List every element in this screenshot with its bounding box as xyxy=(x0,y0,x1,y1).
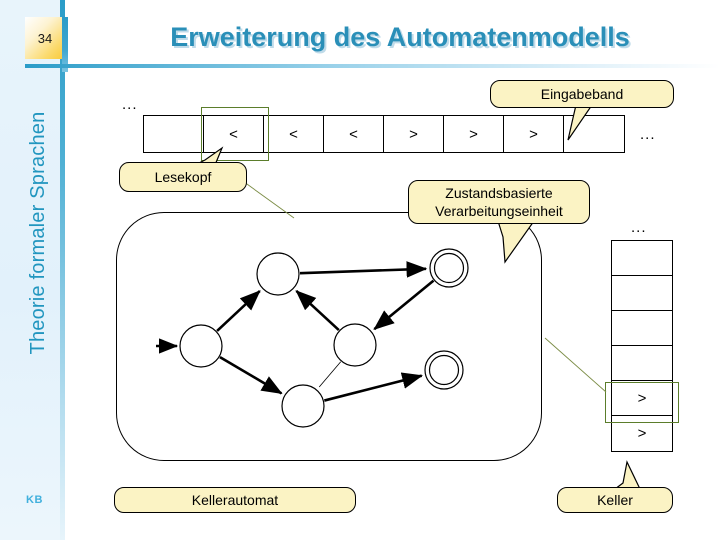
tape-ellipsis-left: ... xyxy=(122,96,138,113)
tape-cell xyxy=(564,116,624,152)
stack-cell xyxy=(612,346,672,381)
sidebar-vertical-rule xyxy=(60,0,65,540)
footer-initials: KB xyxy=(26,494,43,506)
tail-keller xyxy=(613,460,641,490)
page-title: Erweiterung des Automatenmodells xyxy=(170,22,630,52)
input-tape: <<<>>> xyxy=(143,115,625,153)
stack-cell xyxy=(612,276,672,311)
tape-cell: < xyxy=(204,116,264,152)
read-head-highlight xyxy=(201,107,269,161)
page-number-box xyxy=(25,17,65,59)
stack-cell xyxy=(612,311,672,346)
tape-cell: < xyxy=(264,116,324,152)
page-number: 34 xyxy=(37,30,53,46)
leader-line-stack xyxy=(544,337,607,393)
tape-cell: > xyxy=(504,116,564,152)
header-horizontal-rule xyxy=(25,64,720,68)
tape-cell: > xyxy=(444,116,504,152)
stack-cell: > xyxy=(612,381,672,416)
callout-keller: Keller xyxy=(557,487,673,513)
callout-eingabeband: Eingabeband xyxy=(490,80,674,108)
callout-kellerautomat: Kellerautomat xyxy=(114,487,356,513)
stack-ellipsis-top: ... xyxy=(631,219,647,236)
tape-cell xyxy=(144,116,204,152)
tape-ellipsis-right: ... xyxy=(640,126,656,143)
sidebar-course-title: Theorie formaler Sprachen xyxy=(27,111,49,355)
stack-top-highlight xyxy=(605,382,679,423)
sidebar-background xyxy=(0,0,60,540)
callout-lesekopf: Lesekopf xyxy=(119,162,247,192)
tape-cell: < xyxy=(324,116,384,152)
automaton-container xyxy=(116,212,542,461)
callout-zustand-line2: Verarbeitungseinheit xyxy=(435,203,563,219)
stack-cell: > xyxy=(637,425,647,442)
callout-zustand-line1: Zustandsbasierte xyxy=(445,184,553,201)
stack-cell xyxy=(612,241,672,276)
stack-column: >> xyxy=(611,240,673,452)
tape-cell: > xyxy=(384,116,444,152)
header-vertical-rule xyxy=(62,17,68,72)
callout-zustandsbasierte-verarbeitungseinheit: Zustandsbasierte Verarbeitungseinheit xyxy=(408,180,590,224)
